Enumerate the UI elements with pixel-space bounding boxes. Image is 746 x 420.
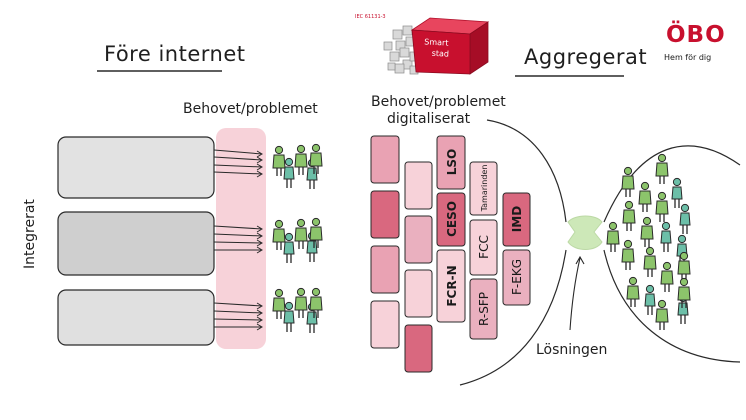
block-label: FCR-N	[445, 265, 459, 306]
boundary-curve-top-right	[603, 145, 741, 223]
solution-arrow	[569, 255, 585, 331]
obo-tagline: Hem för dig	[664, 53, 712, 62]
cube-text-line1: Smart	[424, 37, 449, 48]
people-crowd	[606, 153, 691, 331]
people-group-3	[272, 287, 323, 334]
block-ceso	[436, 192, 466, 247]
unlabeled-blocks	[370, 135, 433, 373]
block-label: LSO	[445, 149, 459, 176]
labeled-blocks	[436, 135, 531, 340]
solution-connector	[567, 215, 603, 250]
tiny-caption: IEC 61131-3	[355, 14, 386, 20]
block-label: CESO	[445, 201, 459, 237]
vertical-label: Integrerat	[22, 199, 38, 269]
block-label: IMD	[510, 206, 524, 232]
boundary-curve-bottom-left	[459, 249, 567, 386]
right-need-label-line2: digitaliserat	[387, 111, 471, 127]
arrows-group-3	[213, 302, 263, 331]
arrows-group-1	[213, 149, 263, 178]
obo-logo: ÖBO	[666, 22, 726, 48]
cube-text: Smart stad	[423, 36, 449, 59]
arrows-group-2	[213, 225, 263, 254]
block-label: FCC	[477, 235, 491, 259]
system-box-1	[57, 136, 215, 199]
system-box-2	[57, 211, 215, 276]
block-fcr-n	[436, 249, 466, 323]
left-need-label: Behovet/problemet	[183, 101, 318, 117]
smart-city-cube	[383, 17, 490, 75]
block-f-ekg	[502, 249, 531, 306]
right-need-label: Behovet/problemet digitaliserat	[371, 94, 506, 128]
cube-text-line2: stad	[431, 48, 450, 59]
right-need-label-line1: Behovet/problemet	[371, 94, 506, 110]
block-r-sfp	[469, 278, 498, 340]
block-imd	[502, 192, 531, 247]
boundary-curve-top-left	[486, 119, 567, 223]
people-group-2	[272, 217, 323, 264]
block-fcc	[469, 219, 498, 276]
boundary-curve-bottom-right	[603, 249, 741, 363]
block-label: R-SFP	[477, 292, 491, 326]
system-box-3	[57, 289, 215, 346]
block-lso	[436, 135, 466, 190]
right-title: Aggregerat	[524, 45, 648, 69]
left-title: Före internet	[104, 42, 246, 66]
solution-label: Lösningen	[536, 342, 608, 358]
need-band	[216, 128, 266, 349]
block-tamarinden	[469, 161, 498, 216]
people-group-1	[272, 143, 323, 190]
block-label: F-EKG	[510, 259, 524, 295]
block-label: Tamarinden	[480, 165, 489, 213]
